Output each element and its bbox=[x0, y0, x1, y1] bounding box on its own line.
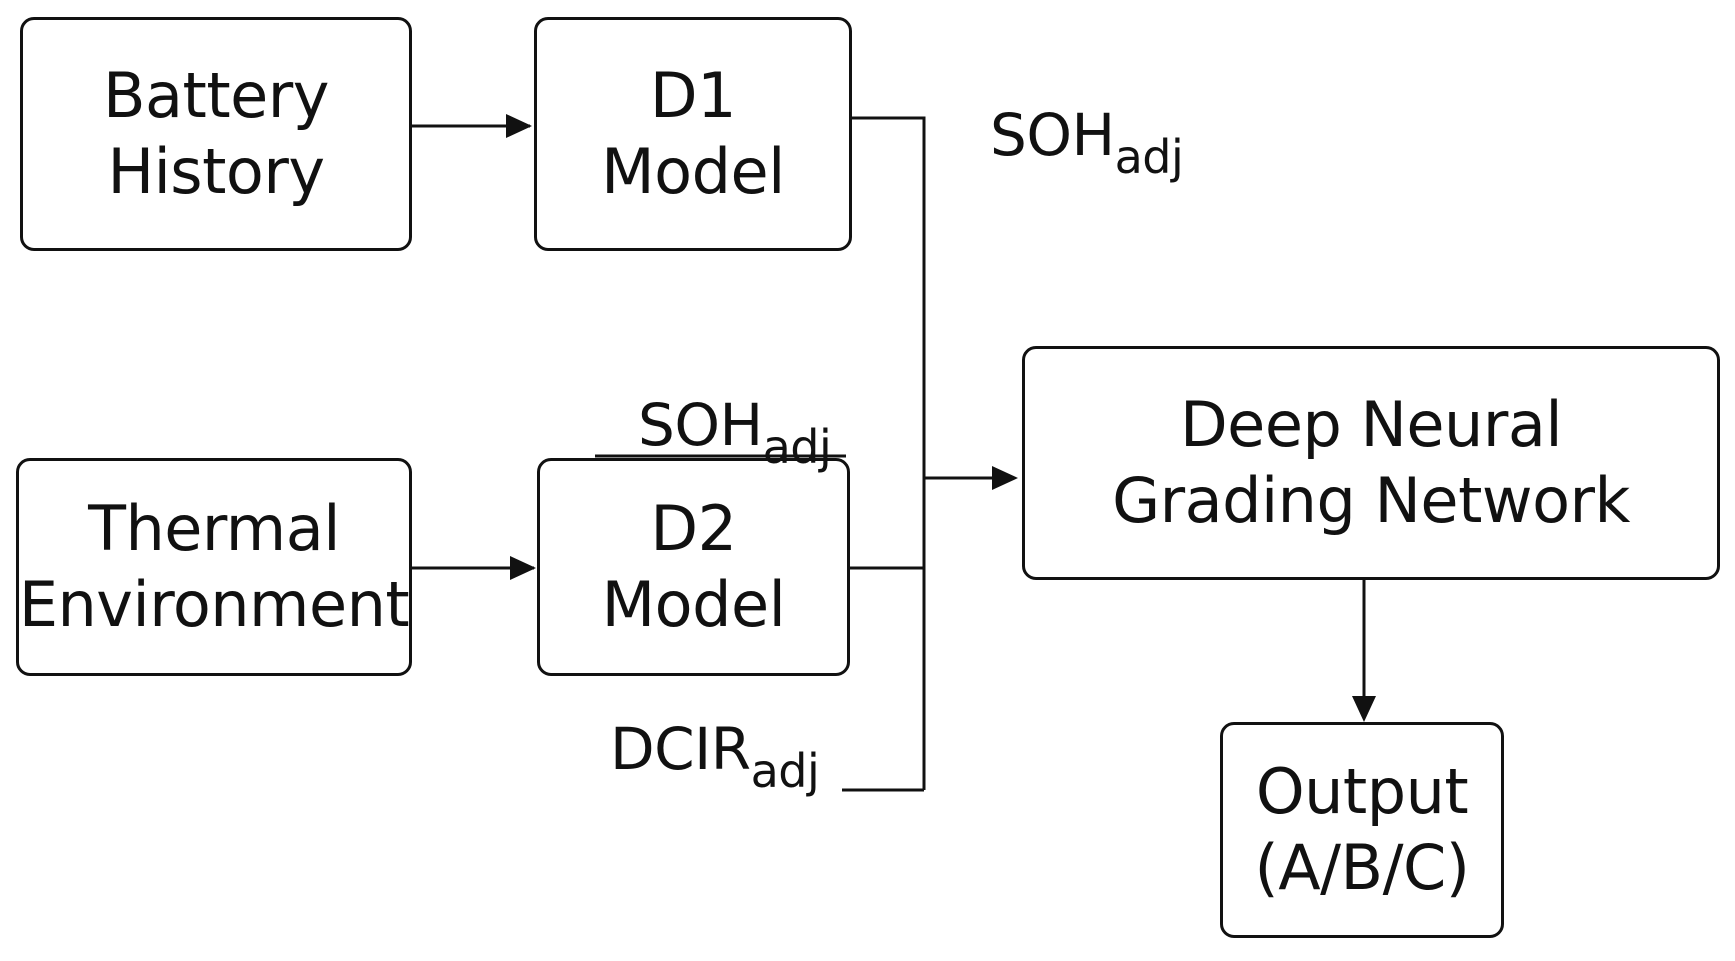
thermal-environment-box: Thermal Environment bbox=[16, 458, 412, 676]
arrowhead-d1 bbox=[506, 114, 532, 138]
wire-d1-to-bus bbox=[850, 116, 926, 790]
output-line1: Output bbox=[1255, 755, 1469, 828]
battery-history-line2: History bbox=[107, 135, 325, 208]
deep-neural-grading-network-box: Deep Neural Grading Network bbox=[1022, 346, 1720, 580]
d1-model-line2: Model bbox=[601, 135, 785, 208]
arrowhead-dngn bbox=[992, 466, 1018, 490]
soh-adj-mid-base: SOH bbox=[638, 391, 763, 459]
dcir-adj-base: DCIR bbox=[610, 715, 751, 783]
soh-adj-top-sub: adj bbox=[1114, 130, 1184, 184]
output-box: Output (A/B/C) bbox=[1220, 722, 1504, 938]
arrowhead-output bbox=[1352, 696, 1376, 722]
d2-model-line2: Model bbox=[601, 568, 786, 641]
d2-model-box: D2 Model bbox=[537, 458, 850, 676]
d2-model-line1: D2 bbox=[650, 492, 737, 565]
battery-history-line1: Battery bbox=[103, 59, 329, 132]
d1-model-box: D1 Model bbox=[534, 17, 852, 251]
dcir-adj-sub: adj bbox=[750, 744, 820, 798]
soh-adj-top-base: SOH bbox=[990, 101, 1115, 169]
d1-model-line1: D1 bbox=[649, 59, 737, 132]
dngn-line2: Grading Network bbox=[1112, 464, 1630, 537]
dngn-line1: Deep Neural bbox=[1179, 388, 1563, 461]
soh-adj-label-mid: SOHadj bbox=[638, 396, 832, 470]
soh-adj-label-top: SOHadj bbox=[990, 106, 1184, 180]
dcir-adj-label: DCIRadj bbox=[610, 720, 820, 794]
thermal-environment-line2: Environment bbox=[18, 568, 410, 641]
battery-history-box: Battery History bbox=[20, 17, 412, 251]
soh-adj-mid-sub: adj bbox=[762, 420, 832, 474]
thermal-environment-line1: Thermal bbox=[88, 492, 340, 565]
arrowhead-d2 bbox=[510, 556, 536, 580]
output-line2: (A/B/C) bbox=[1254, 831, 1470, 904]
